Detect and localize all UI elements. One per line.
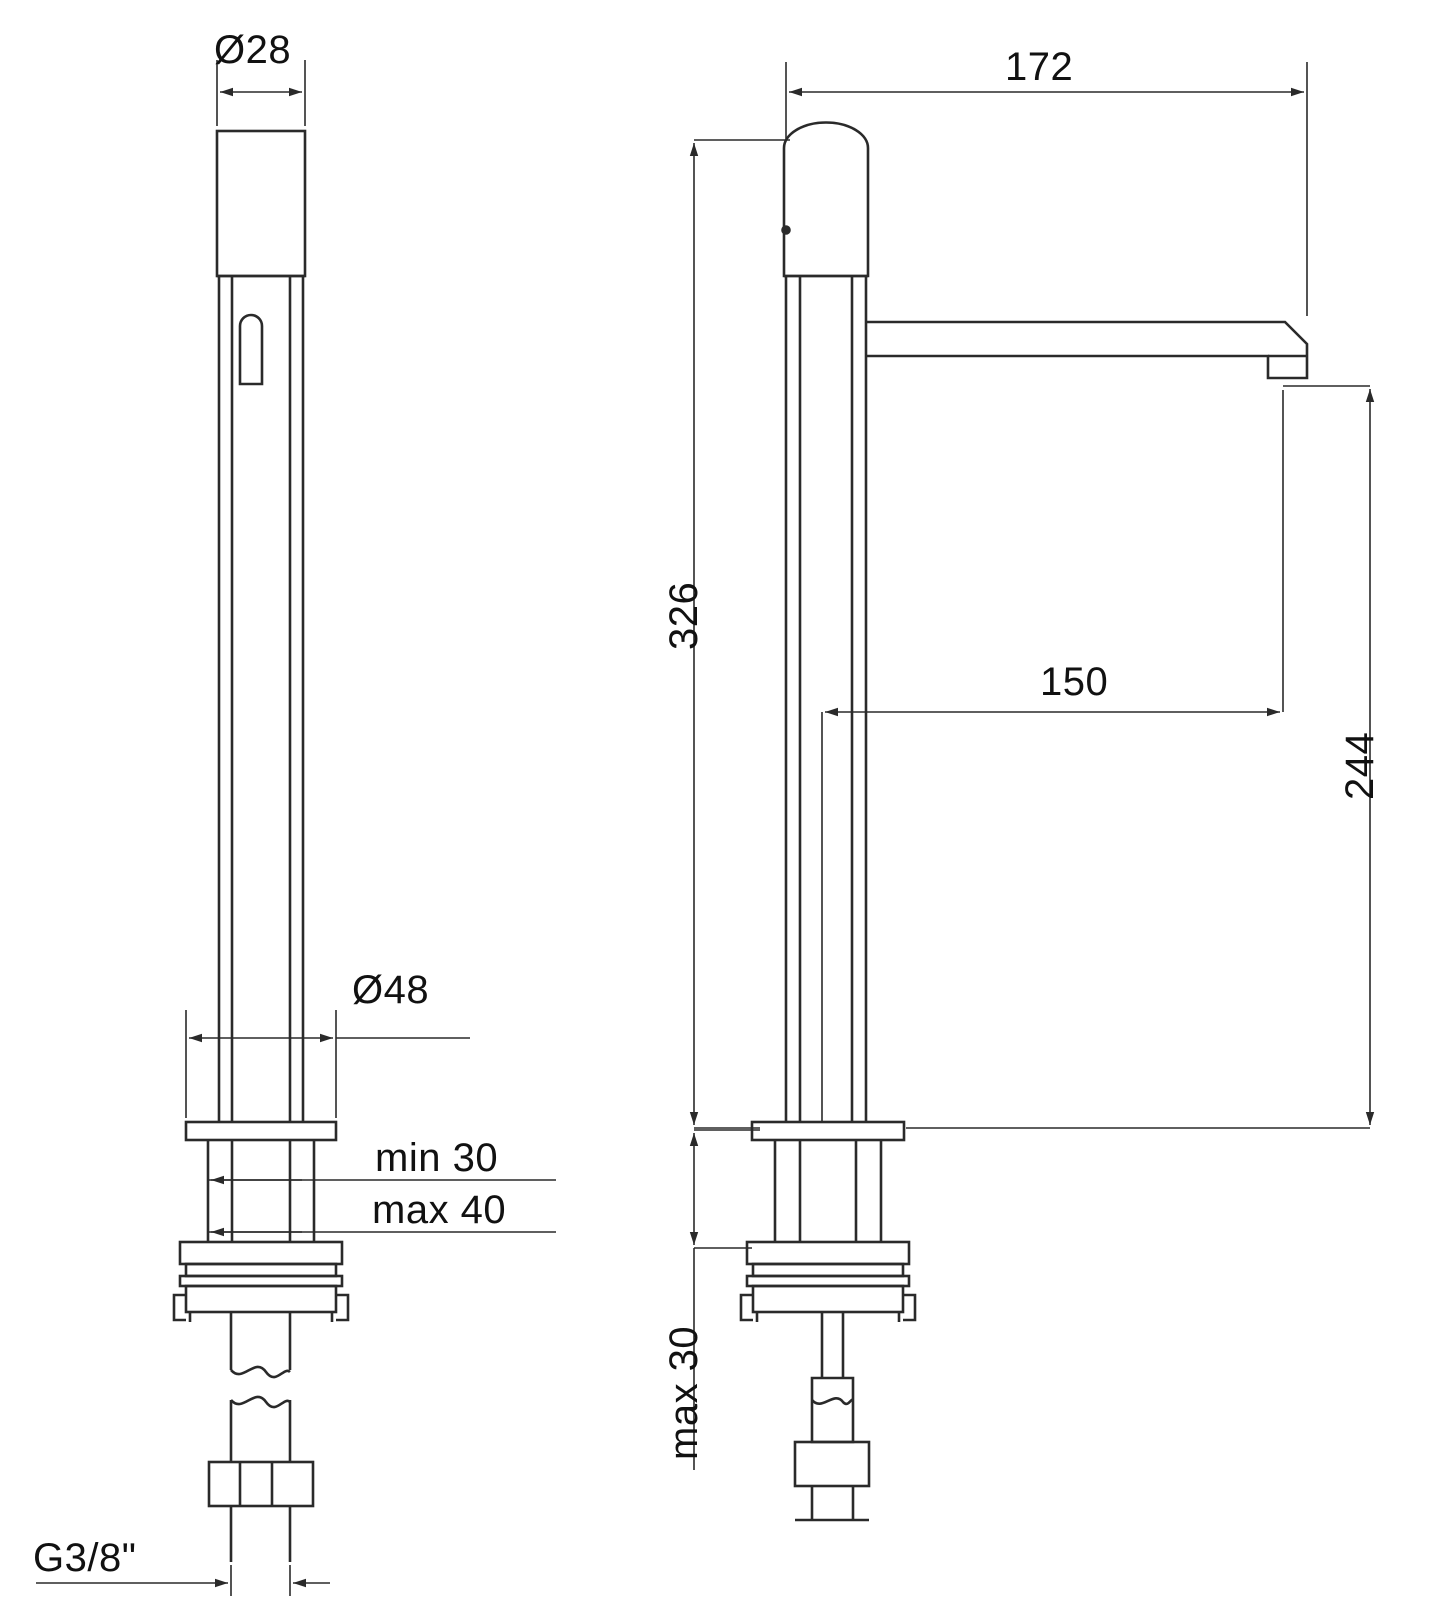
- dim-label-reach: 172: [1005, 45, 1074, 89]
- dim-label-deck-max: max 40: [372, 1188, 507, 1232]
- front-view-geometry: [172, 129, 350, 1562]
- dim-label-spout-height: 244: [1338, 731, 1382, 800]
- dim-label-thread: G3/8": [33, 1536, 137, 1580]
- dim-label-total-height: 326: [662, 581, 706, 650]
- dim-label-base-diameter: Ø48: [352, 968, 430, 1012]
- side-view-geometry: [739, 121, 1309, 1522]
- dim-label-deck-min: min 30: [375, 1136, 499, 1180]
- dim-label-spout-diameter: Ø28: [214, 28, 292, 72]
- dim-label-projection: 150: [1040, 660, 1109, 704]
- dimension-lines: [36, 60, 1375, 1596]
- dim-label-shank-max: max 30: [662, 1325, 706, 1460]
